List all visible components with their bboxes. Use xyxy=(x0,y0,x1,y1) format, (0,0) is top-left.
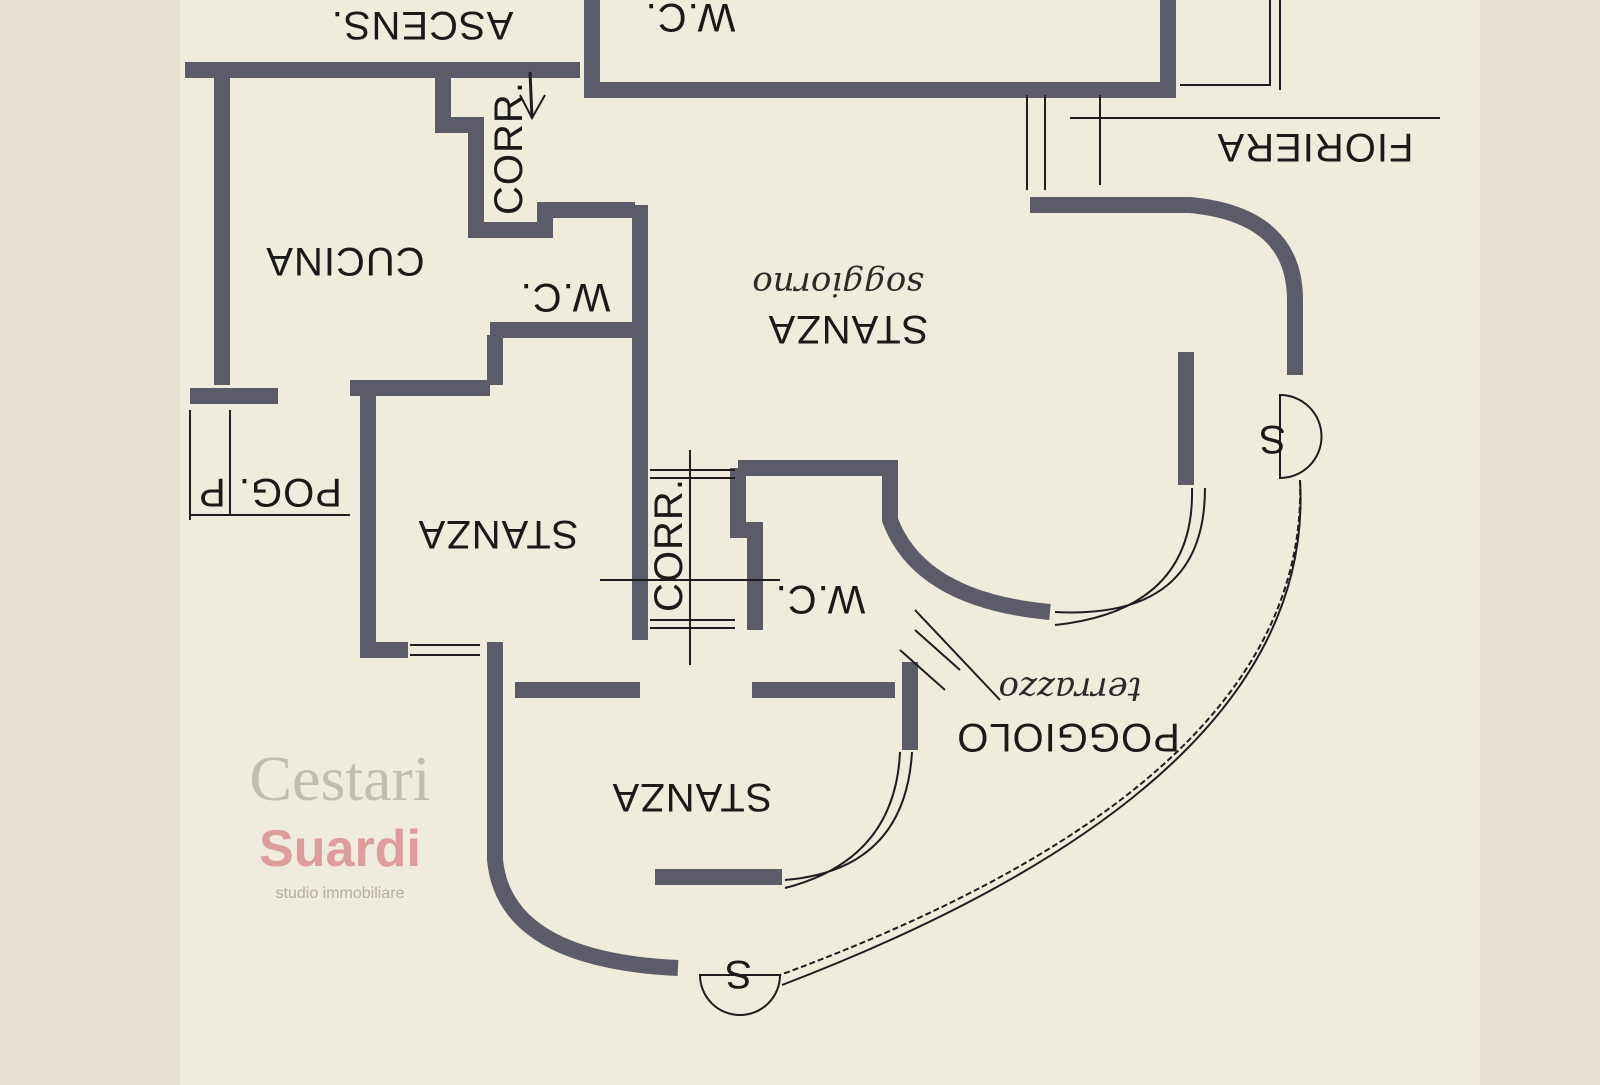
window-arc-right xyxy=(1054,487,1206,626)
corridor-doors xyxy=(650,469,735,629)
note-terrazzo: terrazzo xyxy=(999,669,1142,709)
walls xyxy=(185,0,1440,1016)
window-arc-bottom xyxy=(784,751,913,889)
label-wc-top: W.C. xyxy=(645,0,736,39)
entry-arrow xyxy=(528,71,534,119)
label-s-bottom: S xyxy=(724,952,752,996)
pog-lines xyxy=(189,410,480,656)
terrace-outline xyxy=(779,479,1302,976)
label-corr-mid: CORR. xyxy=(647,478,691,612)
watermark-logo: Cestari Suardi studio immobiliare xyxy=(249,743,430,902)
sheet xyxy=(180,0,1480,1085)
note-soggiorno: soggiorno xyxy=(752,264,923,304)
wall-kitchen-bottom xyxy=(190,380,490,404)
label-s-right: S xyxy=(1258,417,1286,461)
label-stanza-low: STANZA xyxy=(612,775,773,819)
label-stanza-living: STANZA xyxy=(768,307,929,351)
arrow-head xyxy=(519,94,546,121)
label-corr-top: CORR. xyxy=(487,81,531,215)
label-wc-mid: W.C. xyxy=(520,275,611,319)
label-pog: POG. P xyxy=(198,470,342,514)
watermark-line2: Suardi xyxy=(259,820,421,878)
scupper-bottom xyxy=(698,974,782,1016)
wall-corridor xyxy=(435,75,635,238)
wall-top-wc xyxy=(584,0,1176,98)
wall-living-arc xyxy=(1030,197,1303,375)
wall-wc-bottom xyxy=(487,322,635,385)
label-poggiolo: POGGIOLO xyxy=(956,715,1180,759)
watermark-line3: studio immobiliare xyxy=(276,885,405,902)
label-ascens: ASCENS. xyxy=(331,3,514,47)
fioriera-lines xyxy=(1026,95,1440,190)
label-fioriera: FIORIERA xyxy=(1217,125,1414,169)
wall-room-left xyxy=(360,392,408,658)
terrace-outline-outer xyxy=(781,479,1302,986)
room-labels: ASCENS. W.C. CORR. FIORIERA CUCINA W.C. … xyxy=(198,0,1413,996)
wall-wc-arc xyxy=(738,460,1051,620)
label-stanza-mid: STANZA xyxy=(418,512,579,556)
label-wc-low: W.C. xyxy=(775,577,866,621)
top-right-frame xyxy=(1180,0,1281,90)
watermark-line1: Cestari xyxy=(249,743,430,814)
wall-room-arc xyxy=(487,642,679,976)
scupper-right xyxy=(1279,393,1323,480)
label-cucina: CUCINA xyxy=(265,239,424,283)
door-cross xyxy=(899,609,1001,701)
corridor-guides xyxy=(600,450,780,665)
